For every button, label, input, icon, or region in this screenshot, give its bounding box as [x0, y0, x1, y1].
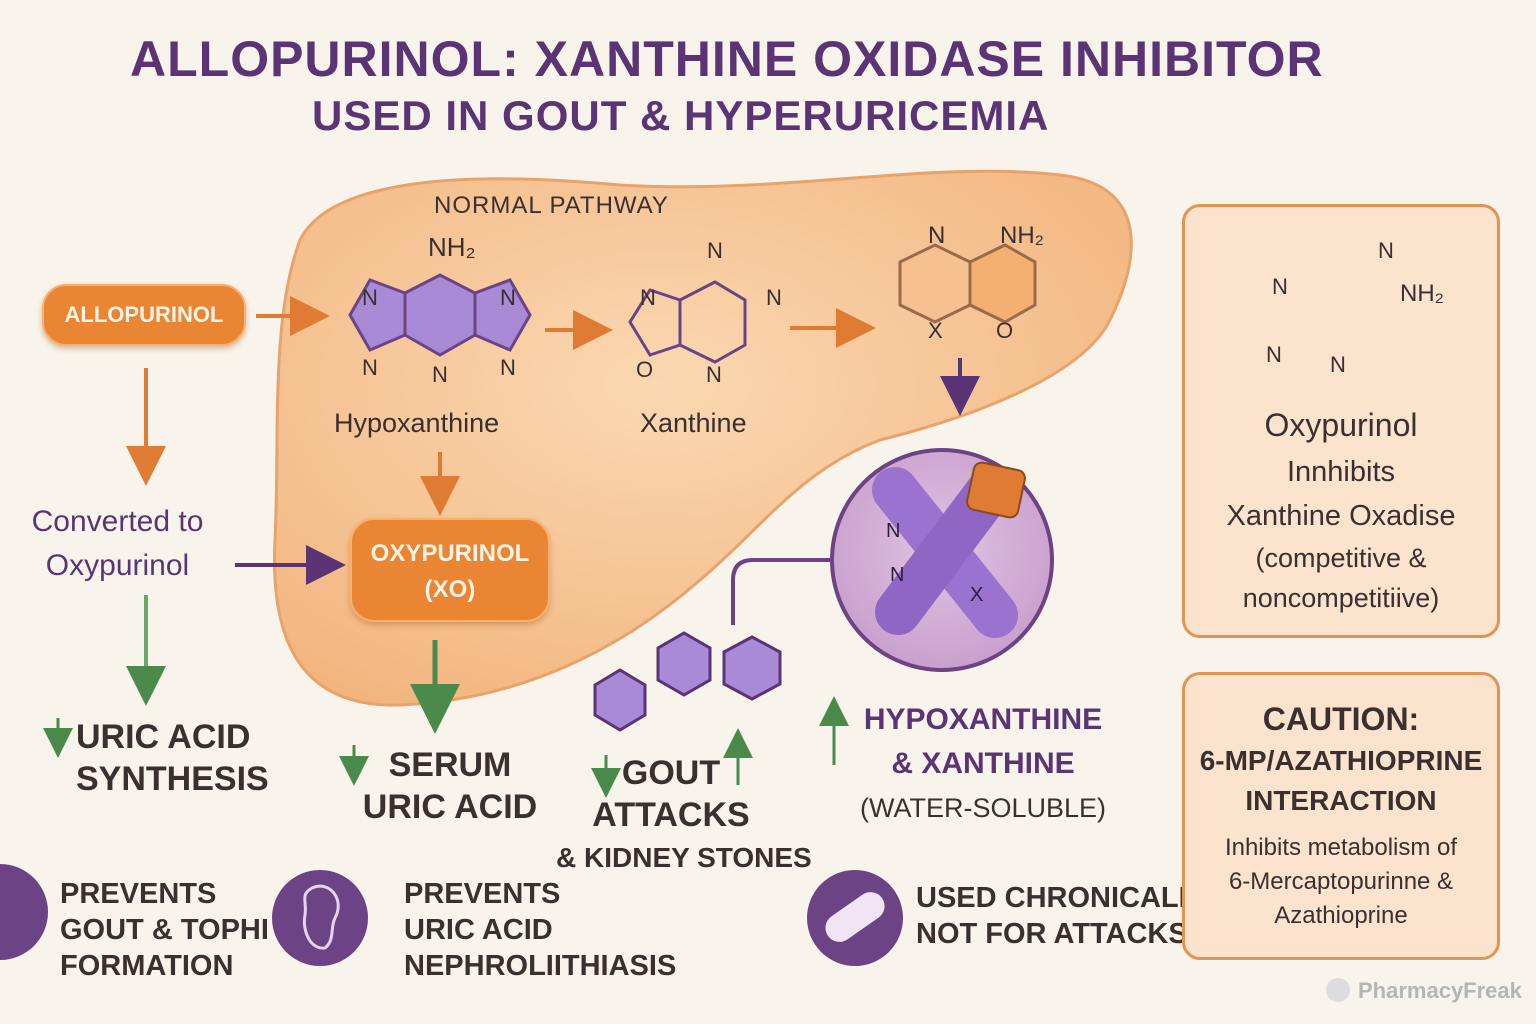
- effect-line: ATTACKS: [592, 796, 750, 834]
- product-molecule: [898, 243, 1037, 324]
- oxypurinol-box-line: Xanthine Oxadise: [1226, 500, 1456, 532]
- kidney-icon-circle: [272, 870, 368, 966]
- bottom-line: NOT FOR ATTACKS: [916, 918, 1188, 950]
- oxypurinol-pill-line2: (XO): [424, 576, 476, 603]
- effect-line: GOUT: [621, 754, 721, 792]
- atom-n: N: [928, 222, 946, 249]
- effect-line: SERUM: [388, 746, 512, 784]
- atom-n: N: [1272, 274, 1288, 299]
- oxypurinol-info-box: Oxypurinol Innhibits Xanthine Oxadise (c…: [1182, 204, 1500, 638]
- prevents-uric: PREVENTS URIC ACID NEPHROLIITHIASIS: [404, 876, 676, 984]
- oxypurinol-pill-line1: OXYPURINOL: [370, 540, 530, 567]
- effect-line: & XANTHINE: [891, 747, 1075, 780]
- caution-line: 6-Mercaptopurinne &: [1228, 868, 1454, 895]
- atom-n: N: [1378, 238, 1394, 263]
- bottom-line: FORMATION: [60, 950, 234, 982]
- atom-n: N: [362, 355, 378, 380]
- atom-o: O: [636, 357, 654, 382]
- caution-box: CAUTION: 6-MP/AZATHIOPRINE INTERACTION I…: [1182, 672, 1500, 960]
- gout-icon: [0, 864, 48, 960]
- atom-x: X: [928, 318, 943, 343]
- atom-n: N: [432, 362, 448, 387]
- atom-n: N: [886, 520, 901, 542]
- oxypurinol-pill: OXYPURINOL (XO): [350, 518, 550, 622]
- atom-n: N: [766, 285, 782, 310]
- hypoxanthine-label: Hypoxanthine: [334, 408, 500, 438]
- caution-line: Inhibits metabolism of: [1224, 834, 1458, 861]
- hypoxanthine-molecule: [348, 273, 532, 357]
- atom-n: N: [500, 355, 516, 380]
- xanthine-molecule: [628, 280, 747, 364]
- prevents-gout: PREVENTS GOUT & TOPHI FORMATION: [60, 876, 269, 984]
- serum-uric-acid: SERUM URIC ACID: [360, 744, 540, 828]
- effect-line: (WATER-SOLUBLE): [859, 793, 1107, 823]
- oxypurinol-nh2: NH₂: [1400, 280, 1444, 307]
- converted-line1: Converted to: [31, 505, 204, 538]
- kidney-stones: & KIDNEY STONES: [556, 842, 812, 873]
- pathway-label: NORMAL PATHWAY: [434, 192, 669, 219]
- hypo-nh2: NH₂: [428, 232, 476, 262]
- atom-n: N: [890, 564, 905, 586]
- pill-icon: [825, 892, 885, 942]
- bottom-line: GOUT & TOPHI: [60, 914, 269, 946]
- oxypurinol-box-line: noncompetitiive): [1242, 583, 1440, 613]
- uric-acid-synthesis: URIC ACID SYNTHESIS: [76, 716, 269, 800]
- atom-n: N: [500, 285, 516, 310]
- kidney-icon: [302, 884, 340, 950]
- connector-line: [731, 558, 840, 625]
- bottom-line: PREVENTS: [404, 878, 561, 910]
- bottom-line: NEPHROLIITHIASIS: [404, 950, 677, 982]
- oxypurinol-box-line: Innhibits: [1286, 456, 1395, 488]
- caution-line: INTERACTION: [1245, 785, 1437, 816]
- converted-text: Converted to Oxypurinol: [10, 500, 225, 588]
- crystal-rings: [593, 631, 782, 732]
- atom-n: N: [707, 238, 723, 263]
- atom-o: O: [996, 318, 1014, 343]
- hypoxanthine-xanthine: HYPOXANTHINE & XANTHINE (WATER-SOLUBLE): [848, 698, 1118, 830]
- xanthine-label: Xanthine: [640, 408, 747, 438]
- effect-line: HYPOXANTHINE: [863, 703, 1103, 736]
- atom-n: N: [362, 285, 378, 310]
- used-chronically: USED CHRONICALLY, NOT FOR ATTACKS: [916, 880, 1218, 952]
- caution-line: 6-MP/AZATHIOPRINE: [1199, 745, 1483, 776]
- oxypurinol-box-title: Oxypurinol: [1264, 407, 1418, 443]
- effect-line: URIC ACID: [76, 718, 251, 756]
- caution-text: CAUTION: 6-MP/AZATHIOPRINE INTERACTION I…: [1185, 697, 1497, 933]
- inhibition-x-icon: [872, 461, 1026, 638]
- effect-line: SYNTHESIS: [76, 760, 269, 798]
- effect-line: URIC ACID: [362, 788, 538, 826]
- caution-line: Azathioprine: [1274, 902, 1408, 929]
- caution-title: CAUTION:: [1262, 701, 1420, 737]
- bottom-line: USED CHRONICALLY,: [916, 882, 1218, 914]
- atom-n: N: [640, 285, 656, 310]
- allopurinol-pill: ALLOPURINOL: [42, 284, 246, 346]
- bottom-line: URIC ACID: [404, 914, 553, 946]
- watermark-icon: [1326, 978, 1350, 1002]
- product-nh2: NH₂: [1000, 222, 1044, 249]
- atom-n: N: [1330, 352, 1346, 377]
- converted-line2: Oxypurinol: [45, 549, 190, 582]
- watermark: PharmacyFreak: [1358, 978, 1522, 1003]
- atom-n: N: [706, 362, 722, 387]
- bottom-line: PREVENTS: [60, 878, 217, 910]
- page-title: ALLOPURINOL: XANTHINE OXIDASE INHIBITOR: [130, 31, 1324, 87]
- atom-n: N: [1266, 342, 1282, 367]
- atom-x: X: [970, 584, 984, 606]
- page-subtitle: USED IN GOUT & HYPERURICEMIA: [312, 92, 1050, 139]
- gout-attacks: GOUT ATTACKS: [592, 752, 750, 836]
- oxypurinol-info-text: Oxypurinol Innhibits Xanthine Oxadise (c…: [1185, 407, 1497, 618]
- oxypurinol-box-line: (competitive &: [1255, 543, 1427, 573]
